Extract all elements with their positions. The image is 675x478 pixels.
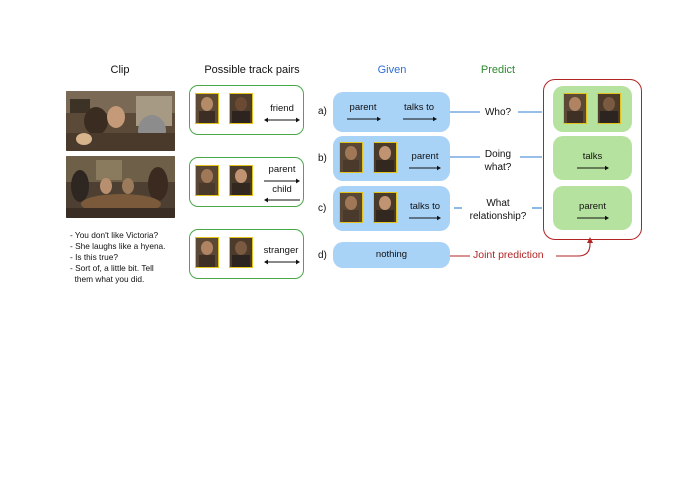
dialogue-line: - You don't like Victoria?: [70, 230, 159, 240]
track-thumbnail: [229, 237, 253, 268]
track-thumbnail: [229, 93, 253, 124]
track-thumbnail: [373, 142, 397, 173]
header-track-pairs: Possible track pairs: [204, 64, 300, 76]
question-doing-line-2: what?: [484, 162, 512, 173]
relation-label: child: [272, 184, 292, 195]
track-thumbnail: [597, 93, 621, 124]
dialogue-line: - Sort of, a little bit. Tell: [70, 263, 154, 273]
relation-label: friend: [270, 103, 294, 114]
track-thumbnail: [373, 192, 397, 223]
question-who: Who?: [484, 107, 512, 118]
joint-prediction-label: Joint prediction: [473, 249, 544, 261]
connector-lines: [450, 111, 542, 209]
dialogue-line: - Is this true?: [70, 252, 118, 262]
prediction-label: parent: [579, 201, 606, 212]
question-relationship-line-1: What: [486, 198, 510, 209]
track-pair-stranger: stranger: [189, 229, 304, 279]
relation-label: parent: [268, 164, 296, 175]
prediction-box-c: parent: [553, 186, 632, 230]
given-label: parent: [411, 151, 439, 162]
clip-frame-2: [66, 156, 175, 218]
given-box-b: parent: [333, 136, 450, 181]
left-arrow: [264, 197, 300, 203]
row-label-c: c): [318, 203, 327, 214]
prediction-box-b: talks: [553, 136, 632, 180]
track-thumbnail: [229, 165, 253, 196]
dialogue-line: them what you did.: [70, 274, 145, 284]
relation-label: stranger: [263, 245, 299, 256]
bidirectional-arrow: [264, 259, 300, 265]
given-box-a: parent talks to: [333, 92, 450, 132]
header-predict: Predict: [480, 64, 516, 76]
track-thumbnail: [195, 93, 219, 124]
header-clip: Clip: [110, 64, 130, 76]
right-arrow: [409, 165, 441, 171]
row-label-b: b): [318, 153, 327, 164]
track-pair-friend: friend: [189, 85, 304, 135]
bidirectional-arrow: [264, 117, 300, 123]
given-box-c: talks to: [333, 186, 450, 231]
row-label-d: d): [318, 250, 327, 261]
track-pair-parent-child: parent child: [189, 157, 304, 207]
joint-prediction-arrow: [450, 237, 593, 257]
prediction-box-a: [553, 86, 632, 132]
right-arrow: [577, 215, 609, 221]
right-arrow: [347, 116, 381, 122]
right-arrow: [264, 178, 300, 184]
prediction-group: [543, 79, 642, 240]
track-thumbnail: [339, 142, 363, 173]
track-thumbnail: [195, 165, 219, 196]
given-label: nothing: [375, 249, 408, 260]
right-arrow: [577, 165, 609, 171]
track-thumbnail: [339, 192, 363, 223]
dialogue-line: - She laughs like a hyena.: [70, 241, 166, 251]
clip-frame-1: [66, 91, 175, 151]
track-thumbnail: [195, 237, 219, 268]
question-doing-line-1: Doing: [484, 149, 512, 160]
right-arrow: [403, 116, 437, 122]
prediction-label: talks: [582, 151, 603, 162]
given-label: parent: [349, 102, 377, 113]
given-label: talks to: [403, 102, 435, 113]
row-label-a: a): [318, 106, 327, 117]
given-label: talks to: [409, 201, 441, 212]
track-thumbnail: [563, 93, 587, 124]
question-relationship-line-2: relationship?: [469, 211, 527, 222]
header-given: Given: [377, 64, 407, 76]
right-arrow: [409, 215, 441, 221]
given-box-d: nothing: [333, 242, 450, 268]
